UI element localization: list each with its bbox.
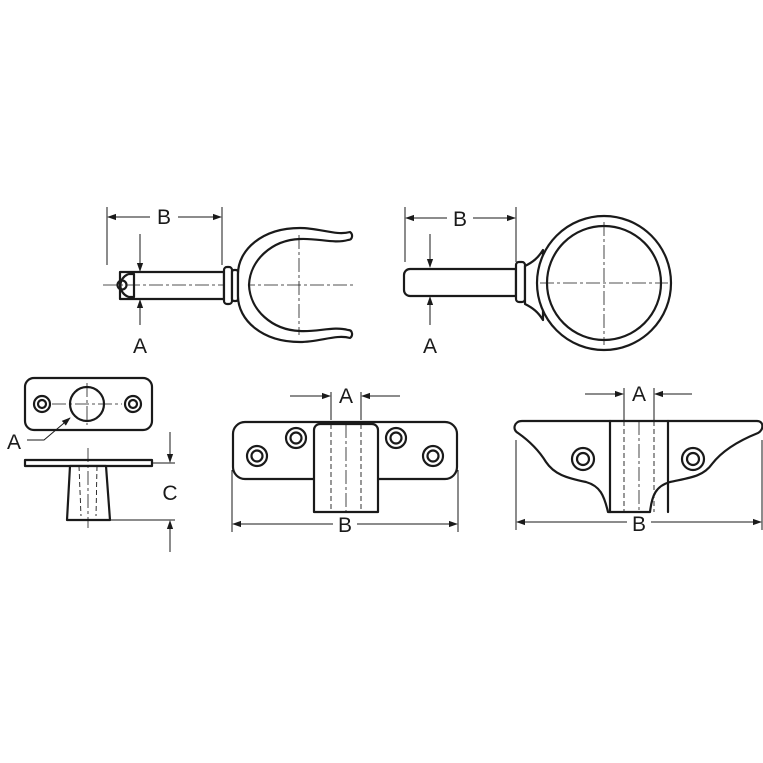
collar [222, 265, 234, 306]
socket-body [65, 464, 112, 522]
side-mount-socket-curved: A B [513, 383, 763, 536]
screw-hole-inner [426, 449, 440, 463]
top-mount-socket-view: A C [7, 376, 178, 552]
screw-hole-inner [250, 449, 264, 463]
dimension-label-a: A [632, 383, 646, 406]
screw-hole [570, 446, 596, 472]
screw-hole [680, 446, 706, 472]
dimension-label-a: A [133, 335, 147, 358]
dimension-label-a: A [7, 431, 21, 454]
screw-hole-inner [575, 451, 591, 467]
curved-socket-plate [513, 419, 763, 514]
dimension-label-c: C [162, 482, 177, 505]
screw-hole-inner [289, 431, 303, 445]
screw-hole-inner [389, 431, 403, 445]
oar-lock-horn [236, 226, 354, 344]
screw-hole [123, 394, 143, 414]
oar-lock-shaft [118, 270, 226, 301]
leader-arrow [27, 417, 71, 441]
screw-hole-inner [36, 398, 48, 410]
dimension-label-b: B [157, 206, 171, 229]
hidden-line [95, 465, 98, 517]
dimension-label-a: A [339, 385, 353, 408]
hidden-line [78, 465, 82, 517]
screw-hole [284, 426, 308, 450]
dimension-label-a: A [423, 335, 437, 358]
dimension-label-b: B [632, 513, 646, 536]
socket-tube [312, 422, 380, 514]
screw-hole-inner [685, 451, 701, 467]
side-mount-socket-flat: A B [231, 385, 459, 537]
collar [514, 260, 527, 304]
ring-shaft [402, 267, 518, 298]
screw-hole [32, 394, 52, 414]
dimension-label-b: B [338, 514, 352, 537]
dimension-label-b: B [453, 208, 467, 231]
screw-hole [245, 444, 269, 468]
oar-lock-ring-view: B A [402, 207, 673, 358]
screw-hole [421, 444, 445, 468]
screw-hole-inner [127, 398, 139, 410]
oar-lock-horn-view: B A [103, 206, 356, 358]
screw-hole [384, 426, 408, 450]
